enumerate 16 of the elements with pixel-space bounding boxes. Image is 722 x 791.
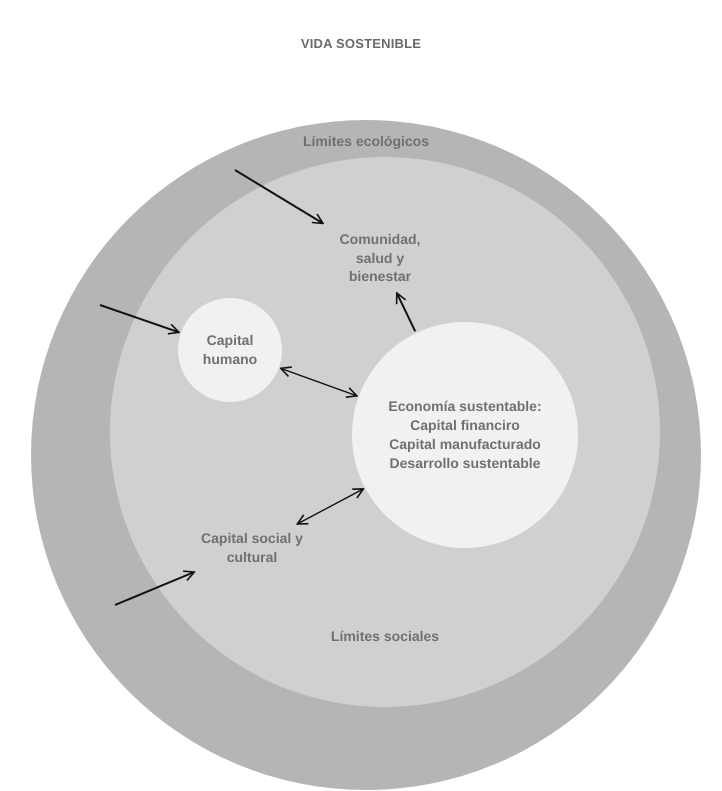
circle-label: Capital manufacturado xyxy=(389,435,541,454)
circle-label: Desarrollo sustentable xyxy=(390,454,540,473)
ring-label: Límites sociales xyxy=(330,627,440,646)
title: VIDA SOSTENIBLE xyxy=(300,36,422,51)
circle-label: Capital humano xyxy=(202,331,258,369)
text-label: Comunidad, salud y bienestar xyxy=(338,230,422,286)
arrow xyxy=(296,488,364,525)
circle-label: Economía sustentable: xyxy=(388,397,542,416)
arrow xyxy=(114,570,196,606)
text-label: Capital social y cultural xyxy=(200,529,304,567)
arrow xyxy=(100,304,180,335)
arrow xyxy=(396,292,416,332)
arrow xyxy=(280,366,358,398)
ring-label: Límites ecológicos xyxy=(302,132,430,151)
circle-label: Capital financiro xyxy=(410,416,520,435)
arrow xyxy=(234,169,324,224)
